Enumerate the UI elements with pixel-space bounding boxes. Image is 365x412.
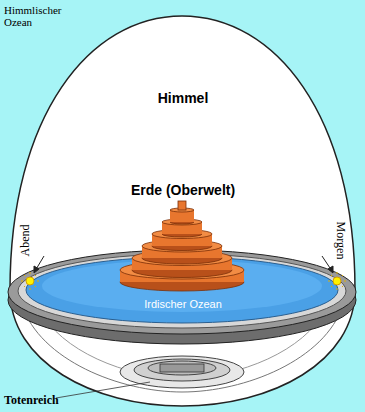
region-label: Himmlischer Ozean bbox=[4, 4, 74, 28]
underworld-palace bbox=[120, 356, 244, 388]
leader-line bbox=[56, 382, 150, 398]
earthly-ocean bbox=[26, 257, 338, 323]
direction-label: Abend bbox=[18, 224, 33, 256]
direction-label: Morgen bbox=[334, 221, 349, 259]
region-label: Totenreich bbox=[4, 393, 59, 408]
region-label: Irdischer Ozean bbox=[144, 298, 222, 310]
sun-arrow bbox=[34, 256, 333, 273]
sun bbox=[328, 272, 346, 290]
region-label: Erde (Oberwelt) bbox=[131, 182, 235, 198]
ziggurat bbox=[120, 201, 244, 291]
sun bbox=[21, 272, 39, 290]
heaven-dome bbox=[10, 16, 355, 406]
disc-rim bbox=[8, 250, 356, 334]
region-label: Himmel bbox=[158, 90, 209, 106]
